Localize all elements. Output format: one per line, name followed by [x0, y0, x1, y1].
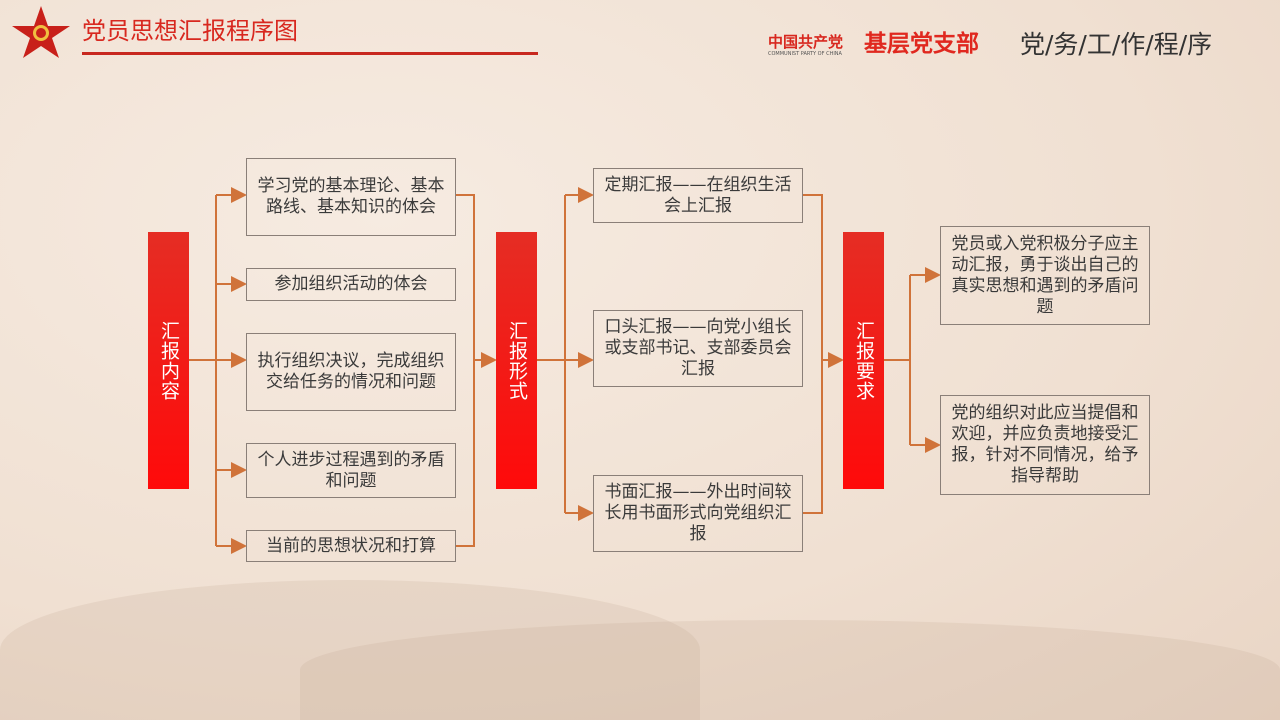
- form-box: 口头汇报——向党小组长或支部书记、支部委员会汇报: [593, 310, 803, 387]
- content-box: 个人进步过程遇到的矛盾和问题: [246, 443, 456, 498]
- brand-branch: 基层党支部: [864, 31, 979, 57]
- title-underline: [82, 52, 538, 55]
- form-box: 书面汇报——外出时间较长用书面形式向党组织汇报: [593, 475, 803, 552]
- section-label: 党/务/工/作/程/序: [1020, 30, 1213, 59]
- background-mountain: [0, 580, 700, 720]
- content-box: 当前的思想状况和打算: [246, 530, 456, 562]
- content-box: 参加组织活动的体会: [246, 268, 456, 301]
- requirement-box: 党的组织对此应当提倡和欢迎，并应负责地接受汇报，针对不同情况，给予指导帮助: [940, 395, 1150, 495]
- page-title: 党员思想汇报程序图: [82, 17, 298, 45]
- party-emblem-icon: [12, 6, 70, 58]
- brand-cpc-en: COMMUNIST PARTY OF CHINA: [768, 51, 842, 57]
- requirement-box: 党员或入党积极分子应主动汇报，勇于谈出自己的真实思想和遇到的矛盾问题: [940, 226, 1150, 325]
- content-box: 执行组织决议，完成组织交给任务的情况和问题: [246, 333, 456, 411]
- form-box: 定期汇报——在组织生活会上汇报: [593, 168, 803, 223]
- background-mountain: [300, 620, 1280, 720]
- content-box: 学习党的基本理论、基本路线、基本知识的体会: [246, 158, 456, 236]
- brand-cpc: 中国共产党: [768, 33, 844, 51]
- bar-report-content: 汇报内容: [148, 232, 189, 489]
- bar-report-requirement: 汇报要求: [843, 232, 884, 489]
- brand-cpc-block: 中国共产党 COMMUNIST PARTY OF CHINA: [768, 33, 844, 58]
- bar-report-form: 汇报形式: [496, 232, 537, 489]
